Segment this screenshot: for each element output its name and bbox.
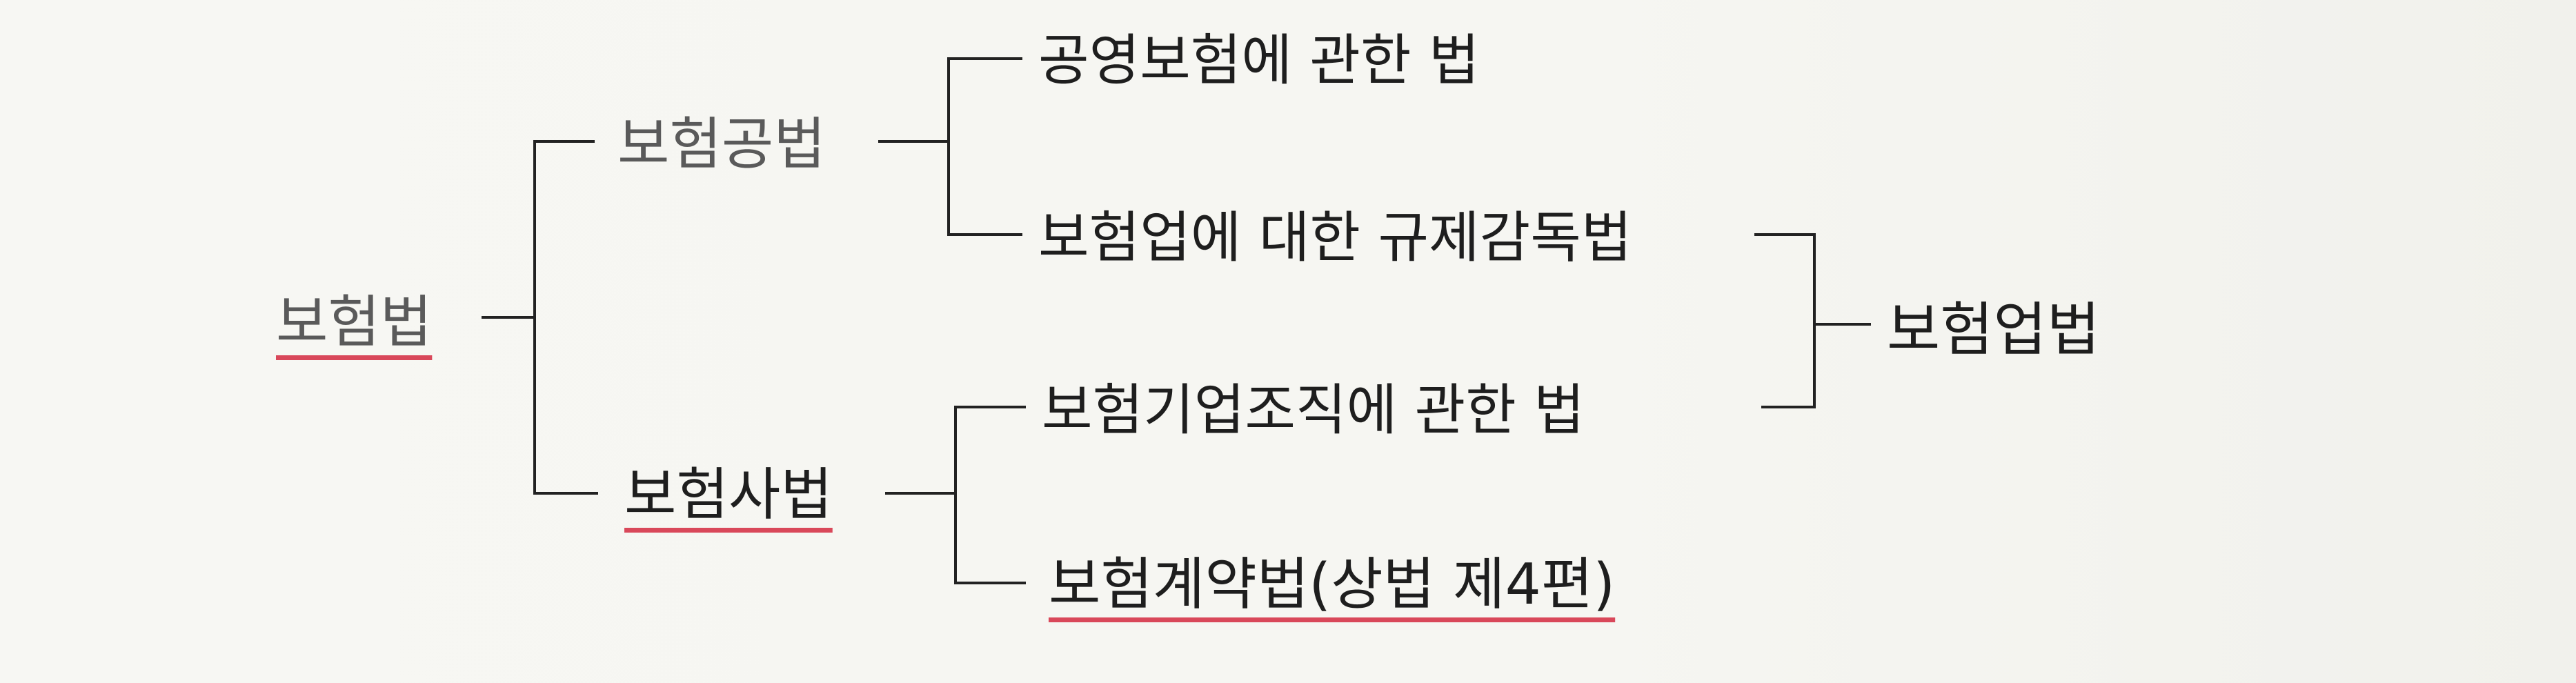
- private-law-node: 보험사법: [624, 462, 833, 528]
- public-law-node: 보험공법: [617, 112, 826, 177]
- root-node: 보험법: [276, 290, 433, 355]
- group-label-node: 보험업법: [1887, 296, 2101, 364]
- private-child-node-2: 보험계약법(상법 제4편): [1049, 552, 1616, 617]
- private-child-node-1: 보험기업조직에 관한 법: [1042, 378, 1585, 442]
- public-child-node-1: 공영보험에 관한 법: [1038, 28, 1480, 92]
- public-child-node-2: 보험업에 대한 규제감독법: [1038, 206, 1632, 270]
